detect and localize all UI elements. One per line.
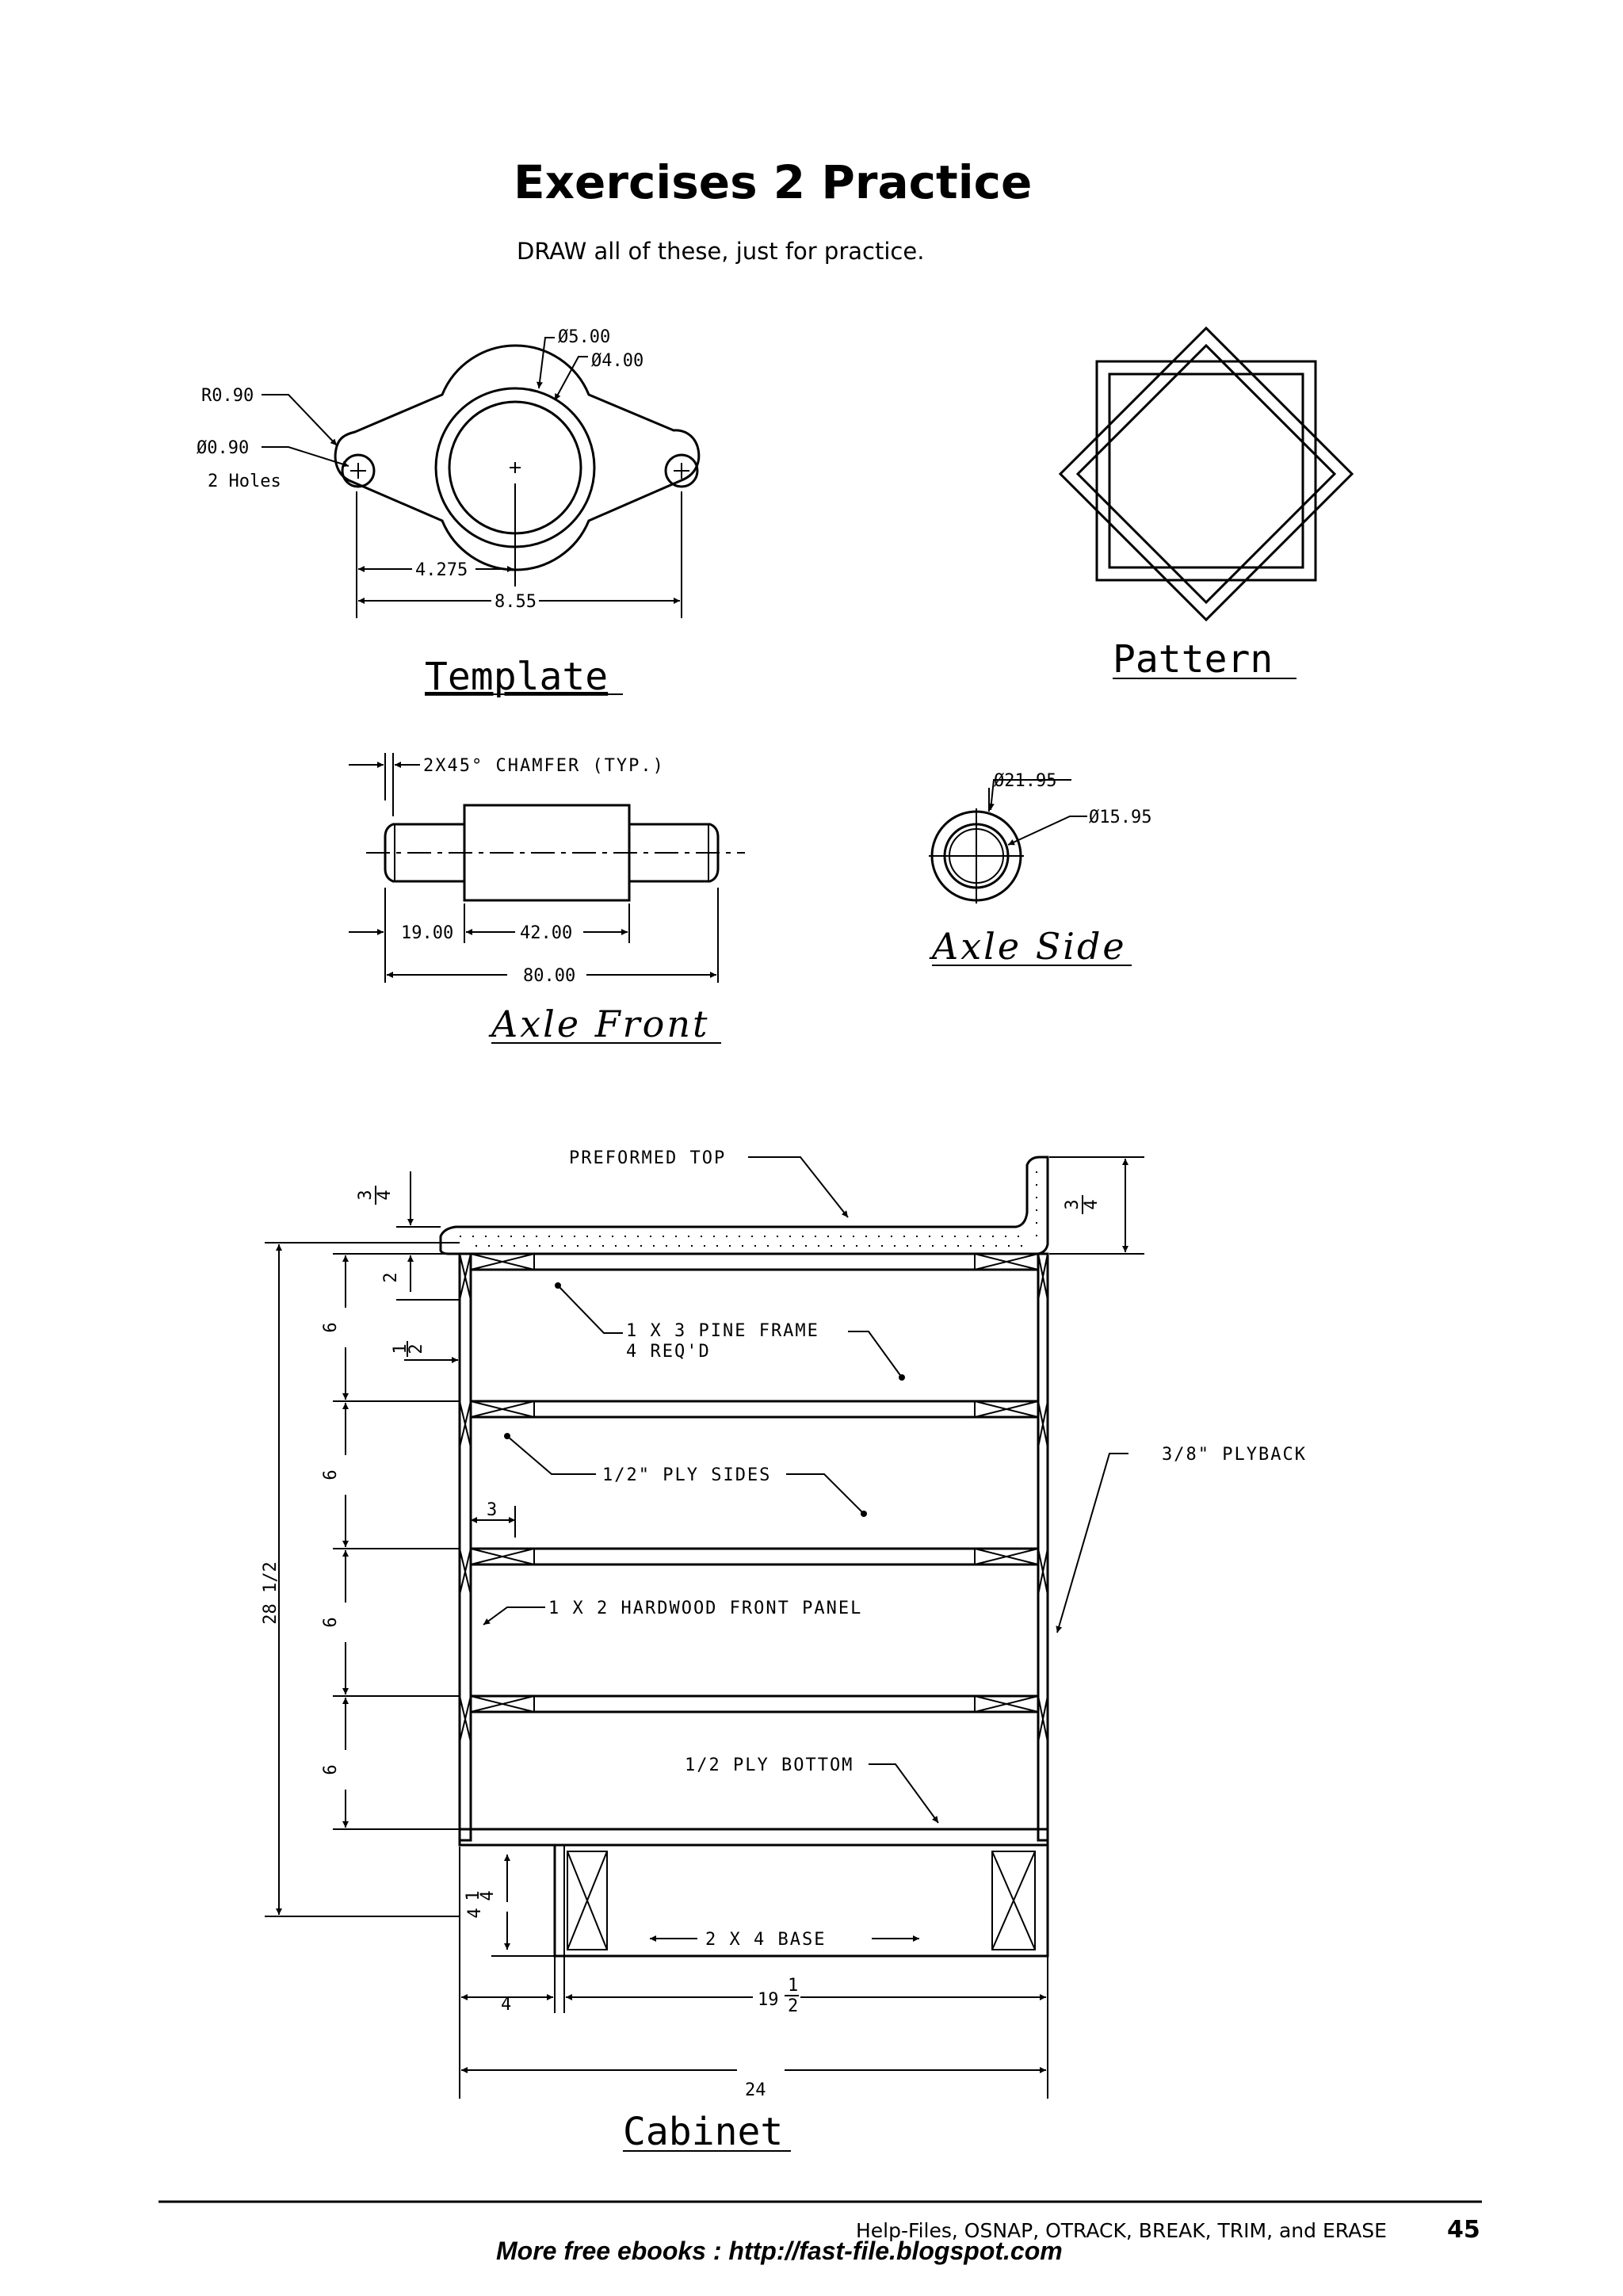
cabinet-half-num: 1 bbox=[391, 1343, 411, 1354]
cabinet-three-dim: 3 bbox=[487, 1500, 497, 1520]
template-inner-dia-dim: Ø4.00 bbox=[591, 351, 643, 371]
cabinet-drawer-dim-3: 6 bbox=[321, 1617, 341, 1627]
cabinet-base-label: 2 X 4 BASE bbox=[705, 1930, 826, 1950]
pattern-caption: Pattern bbox=[1113, 637, 1273, 682]
cabinet-frame-label: 1 X 3 PINE FRAME bbox=[626, 1321, 819, 1341]
cabinet-two-dim: 2 bbox=[381, 1272, 401, 1282]
cabinet-plyback-label: 3/8" PLYBACK bbox=[1162, 1445, 1307, 1465]
cabinet-drawer-dim-1: 6 bbox=[321, 1322, 341, 1332]
page-title: Exercises 2 Practice bbox=[514, 155, 1033, 209]
template-hole-right bbox=[664, 453, 699, 488]
cabinet-plyback bbox=[1037, 1252, 1049, 1842]
cabinet-top-thick-num: 3 bbox=[356, 1190, 376, 1200]
cabinet-right-top-den: 4 bbox=[1082, 1199, 1102, 1209]
cabinet-base-height-den: 4 bbox=[478, 1890, 498, 1901]
cabinet-base-length-den: 2 bbox=[788, 1996, 798, 2016]
axle-shaft-left bbox=[384, 823, 466, 883]
cabinet-width-dim: 24 bbox=[745, 2080, 766, 2100]
template-drawing bbox=[262, 337, 701, 618]
cabinet-bottom-label: 1/2 PLY BOTTOM bbox=[685, 1755, 854, 1775]
cabinet-top-label: PREFORMED TOP bbox=[569, 1148, 726, 1168]
page-subtitle: DRAW all of these, just for practice. bbox=[517, 238, 925, 265]
pattern-square-outer bbox=[1095, 360, 1317, 582]
template-hole-left bbox=[341, 453, 376, 488]
axle-front-drawing bbox=[349, 753, 745, 983]
cabinet-base-height-whole: 4 bbox=[465, 1908, 485, 1918]
cabinet-ply-bottom bbox=[458, 1828, 1049, 1847]
cabinet-frame-rail bbox=[469, 1694, 1040, 1713]
template-hole-dim: Ø0.90 bbox=[197, 438, 249, 458]
axle-shaft-right bbox=[628, 823, 720, 883]
template-half-length-dim: 4.275 bbox=[415, 560, 468, 580]
template-holes-note: 2 Holes bbox=[208, 472, 281, 491]
cabinet-front-label: 1 X 2 HARDWOOD FRONT PANEL bbox=[548, 1599, 862, 1618]
cabinet-drawer-dim-2: 6 bbox=[321, 1469, 341, 1480]
axle-side-caption: Axle Side bbox=[929, 925, 1127, 968]
template-caption: Template bbox=[425, 655, 608, 699]
running-head: Help-Files, OSNAP, OTRACK, BREAK, TRIM, … bbox=[856, 2219, 1387, 2242]
cabinet-base-length-whole: 19 bbox=[758, 1990, 779, 2010]
axle-total-length-dim: 80.00 bbox=[523, 966, 575, 986]
cabinet-drawer-dim-4: 6 bbox=[321, 1764, 341, 1775]
cabinet-caption: Cabinet bbox=[623, 2110, 783, 2154]
axle-end-length-dim: 19.00 bbox=[401, 923, 453, 943]
pattern-diamond-outer bbox=[1058, 326, 1354, 622]
pattern-square-inner bbox=[1108, 372, 1304, 569]
axle-mid-length-dim: 42.00 bbox=[520, 923, 572, 943]
template-radius-dim: R0.90 bbox=[201, 386, 254, 406]
cabinet-top bbox=[439, 1156, 1049, 1255]
cabinet-base-length-num: 1 bbox=[788, 1976, 798, 1996]
cabinet-right-top-num: 3 bbox=[1063, 1199, 1083, 1209]
cabinet-left-side bbox=[458, 1252, 472, 1842]
cabinet-drawing bbox=[265, 1156, 1144, 2099]
cabinet-frame-qty-label: 4 REQ'D bbox=[626, 1342, 711, 1362]
cabinet-base-height-num: 1 bbox=[464, 1890, 483, 1901]
ebook-link[interactable]: More free ebooks : http://fast-file.blog… bbox=[496, 2237, 1063, 2265]
pattern-diamond-inner bbox=[1075, 343, 1337, 605]
axle-side-outer-dim: Ø21.95 bbox=[994, 771, 1056, 791]
template-outer-dia-dim: Ø5.00 bbox=[558, 327, 610, 347]
cabinet-frame-rail bbox=[469, 1400, 1040, 1419]
cabinet-frame-rail bbox=[469, 1252, 1040, 1271]
template-full-length-dim: 8.55 bbox=[495, 592, 537, 612]
cabinet-height-dim: 28 1/2 bbox=[261, 1561, 281, 1624]
cabinet-sides-label: 1/2" PLY SIDES bbox=[602, 1465, 771, 1485]
cabinet-half-den: 2 bbox=[407, 1343, 426, 1354]
axle-chamfer-note: 2X45° CHAMFER (TYP.) bbox=[423, 756, 665, 776]
page-number: 45 bbox=[1447, 2216, 1480, 2244]
axle-side-drawing bbox=[929, 779, 1087, 904]
axle-side-inner-dim: Ø15.95 bbox=[1089, 808, 1151, 827]
cabinet-four-dim: 4 bbox=[501, 1995, 511, 2015]
cabinet-top-thick-den: 4 bbox=[375, 1190, 395, 1200]
template-outline bbox=[334, 344, 701, 571]
pattern-drawing bbox=[1058, 326, 1354, 622]
axle-front-caption: Axle Front bbox=[488, 1003, 709, 1045]
cabinet-frame-rail bbox=[469, 1547, 1040, 1566]
